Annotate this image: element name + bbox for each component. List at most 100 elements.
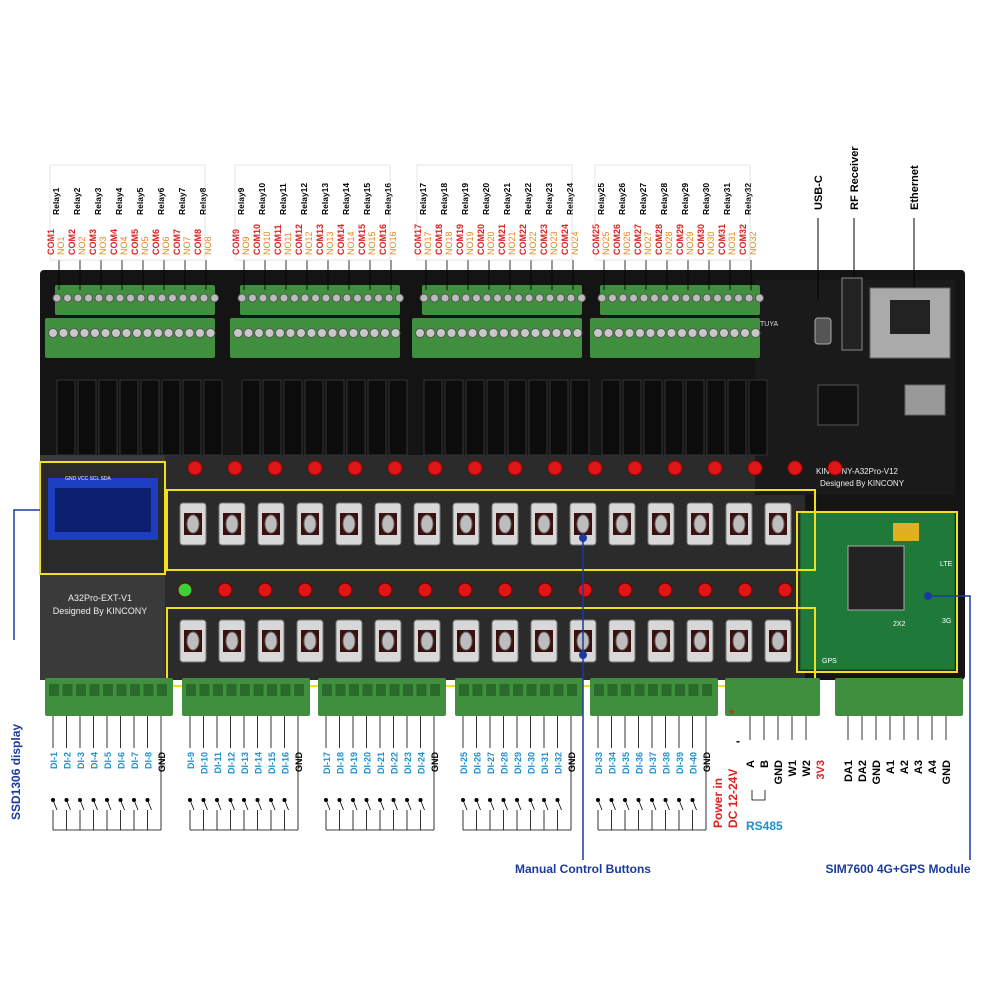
di-terminal-slot [430, 684, 440, 696]
relay-name-label: Relay24 [565, 183, 575, 215]
terminal-screw [740, 328, 750, 338]
di-label: DI-13 [240, 752, 250, 774]
di-terminal-slot [349, 684, 359, 696]
buttons-callout-label: Manual Control Buttons [515, 862, 651, 876]
oled-callout-line [13, 509, 40, 640]
terminal-screw [430, 293, 439, 303]
no-pin-label: NO19 [465, 231, 475, 255]
di-label: DI-31 [540, 752, 550, 774]
antenna-connector [904, 384, 946, 416]
terminal-screw [338, 328, 348, 338]
analog-pin-label: GND [941, 760, 953, 785]
di-label: DI-9 [186, 752, 196, 769]
switch-arm [678, 799, 684, 811]
led-indicator [467, 460, 483, 476]
no-pin-label: NO15 [367, 231, 377, 255]
switch-arm [624, 799, 630, 811]
led-indicator [577, 582, 593, 598]
toggle-switch [647, 502, 675, 546]
terminal-screw [111, 328, 121, 338]
com-pin-label: COM30 [696, 224, 706, 255]
relay-name-label: Relay14 [341, 183, 351, 215]
com-pin-label: COM10 [252, 224, 262, 255]
terminal-block-lower [45, 318, 215, 358]
analog-terminal [835, 678, 963, 716]
module-callout-label: SIM7600 4G+GPS Module [825, 862, 970, 876]
switch-arm [270, 799, 276, 811]
com-pin-label: COM2 [67, 229, 77, 255]
label-box [594, 164, 751, 261]
terminal-screw [195, 328, 205, 338]
analog-pin-label: DA2 [857, 760, 869, 782]
terminal-block-upper [55, 285, 215, 315]
relay-name-label: Relay10 [257, 183, 267, 215]
toggle-switch [686, 619, 714, 663]
switch-arm [611, 799, 616, 811]
switch-arm [66, 799, 71, 811]
di-label: DI-8 [144, 752, 154, 769]
di-label: DI-25 [459, 752, 469, 774]
terminal-screw [572, 328, 583, 338]
di-terminal-block [455, 678, 583, 716]
led-indicator [217, 582, 233, 598]
di-label: DI-37 [648, 752, 658, 774]
di-terminal-slot [280, 684, 291, 696]
port-label: Ethernet [909, 165, 921, 210]
led-indicator [177, 582, 193, 598]
ethernet-port [869, 287, 951, 359]
relay [570, 379, 590, 456]
led-indicator [307, 460, 323, 476]
di-terminal-slot [486, 684, 496, 696]
relay [367, 379, 387, 456]
switch-arm [325, 799, 331, 811]
led-indicator [257, 582, 273, 598]
gnd-label: GND [294, 752, 304, 773]
di-terminal-slot [376, 684, 386, 696]
com-pin-label: COM3 [88, 229, 98, 255]
terminal-screw [577, 293, 586, 303]
di-terminal-slot [240, 684, 250, 696]
di-terminal-slot [403, 684, 413, 696]
di-terminal-block [318, 678, 446, 716]
label-box [416, 164, 573, 261]
terminal-screw [624, 328, 635, 338]
di-terminal-slot [76, 684, 86, 696]
di-terminal-slot [634, 684, 645, 696]
terminal-screw [189, 293, 198, 303]
no-pin-label: NO7 [182, 236, 192, 255]
terminal-screw [478, 328, 488, 338]
terminal-screw [199, 293, 209, 303]
comm-pin-label: W2 [801, 760, 813, 777]
di-label: DI-35 [621, 752, 631, 774]
terminal-screw [359, 328, 369, 338]
terminal-screw [121, 328, 132, 338]
terminal-screw [353, 293, 362, 303]
di-terminal-slot [459, 684, 469, 696]
terminal-screw [69, 328, 79, 338]
led-indicator [667, 460, 683, 476]
terminal-screw [184, 328, 195, 338]
com-pin-label: COM1 [46, 229, 56, 255]
relay-name-label: Relay12 [299, 183, 309, 215]
switch-arm [133, 799, 139, 811]
switch-arm [120, 799, 125, 811]
gnd-label: GND [702, 752, 712, 773]
di-label: DI-34 [608, 752, 618, 774]
terminal-screw [535, 293, 544, 303]
toggle-lever [576, 514, 590, 534]
terminal-screw [94, 293, 104, 303]
switch-arm [503, 799, 508, 811]
module-lte-label: LTE [940, 561, 953, 568]
toggle-switch [608, 619, 636, 663]
no-pin-label: NO4 [119, 236, 129, 255]
terminal-screw [597, 293, 607, 303]
com-pin-label: COM20 [476, 224, 486, 255]
led-indicator [337, 582, 353, 598]
com-pin-label: COM13 [315, 224, 325, 255]
terminal-screw [457, 328, 467, 338]
di-terminal-slot [594, 684, 604, 696]
switch-arm [189, 799, 195, 811]
sim-card-slot [847, 545, 905, 611]
